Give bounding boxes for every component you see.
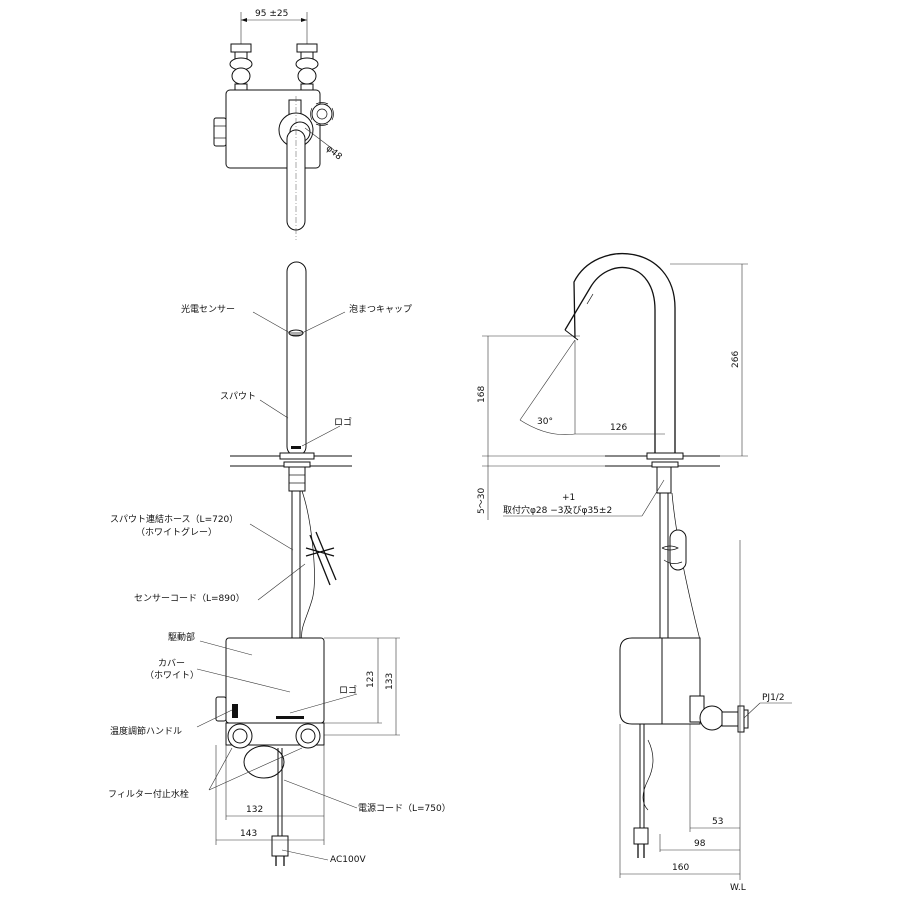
label-sensor-cord: センサーコード（L=890）: [134, 593, 245, 604]
dim-168: 168: [477, 386, 487, 403]
front-view: 123 133 132 143 光電センサー 泡まつキャップ スパウト ロゴ ス…: [108, 261, 451, 866]
label-mount-hole: 取付穴φ28 −3及びφ35±2: [503, 504, 612, 516]
dim-266: 266: [731, 351, 741, 368]
label-pj12: PJ1/2: [762, 693, 785, 703]
top-valve-left: [229, 43, 253, 91]
spout-logo-mark: [291, 446, 301, 449]
side-view: 168 266 126 30° 5～30 +1 取付穴φ28 −3及びφ35±2…: [477, 252, 792, 893]
dim-133: 133: [385, 673, 395, 690]
dim-143: 143: [240, 829, 257, 839]
dim-123: 123: [366, 671, 376, 688]
label-drive-unit: 駆動部: [168, 631, 195, 643]
label-mount-tol: +1: [562, 493, 575, 503]
label-ac100v: AC100V: [330, 855, 366, 865]
label-aerator-cap: 泡まつキャップ: [349, 303, 412, 315]
label-hose-1: スパウト連結ホース（L=720）: [110, 513, 238, 525]
dim-phi48: φ48: [324, 144, 344, 163]
label-wl: W.L: [730, 883, 746, 893]
dim-160: 160: [672, 863, 689, 873]
dim-30deg: 30°: [537, 417, 553, 427]
label-photo-sensor: 光電センサー: [181, 303, 235, 315]
label-temp-handle: 温度調節ハンドル: [110, 725, 182, 737]
label-logo-unit: ロゴ: [339, 684, 357, 696]
dim-95: 95 ±25: [255, 9, 288, 19]
dim-98: 98: [694, 839, 706, 849]
dim-132: 132: [246, 805, 263, 815]
label-power-cord: 電源コード（L=750）: [358, 803, 451, 814]
dim-126: 126: [610, 423, 627, 433]
label-logo-spout: ロゴ: [334, 416, 352, 428]
top-view: 95 ±25 φ48: [213, 9, 344, 240]
top-valve-right: [295, 43, 319, 91]
dim-5-30: 5～30: [477, 488, 487, 514]
label-filter-valve: フィルター付止水栓: [108, 788, 189, 800]
dim-53: 53: [712, 817, 723, 827]
label-spout: スパウト: [220, 391, 256, 402]
unit-logo-mark: [276, 716, 304, 719]
label-cover-2: （ホワイト）: [145, 670, 199, 681]
label-cover-1: カバー: [158, 658, 185, 669]
label-hose-2: （ホワイトグレー）: [136, 526, 217, 538]
